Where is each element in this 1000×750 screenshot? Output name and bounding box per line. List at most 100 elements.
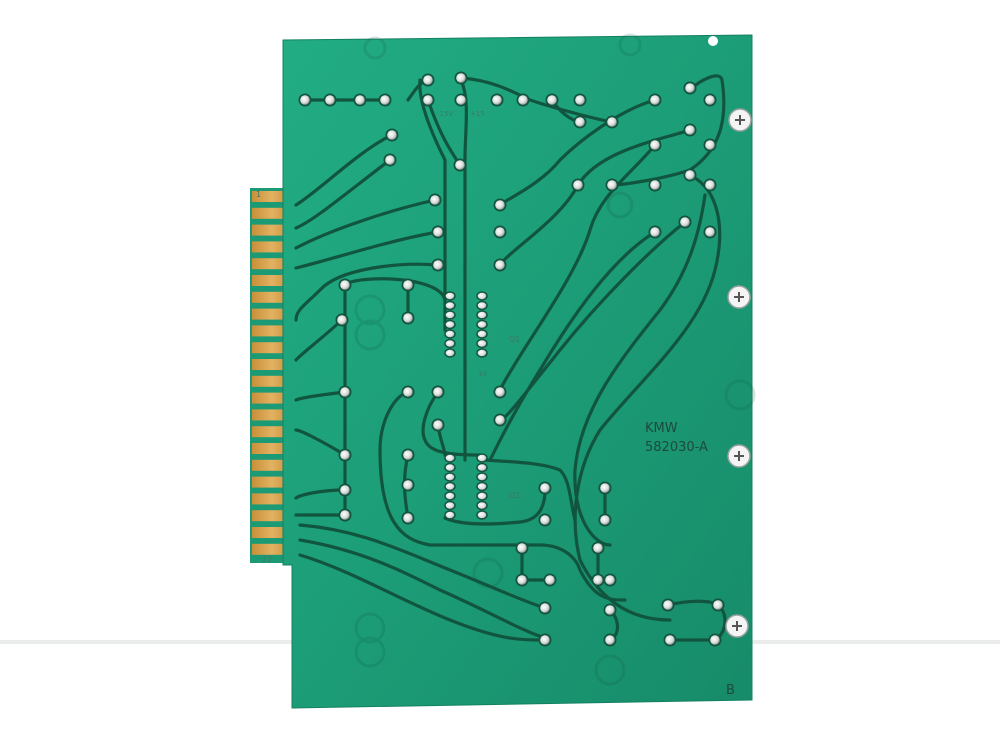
solder-pad: [703, 93, 717, 107]
edge-finger: [252, 392, 292, 404]
solder-pad: [663, 633, 677, 647]
solder-pad: [603, 603, 617, 617]
connector-pin-first: 1: [256, 190, 261, 199]
solder-pad: [598, 513, 612, 527]
edge-finger: [252, 325, 292, 337]
corner-letter: B: [726, 683, 735, 698]
solder-pad: [454, 93, 468, 107]
solder-pad: [703, 178, 717, 192]
solder-pad: [431, 225, 445, 239]
ic-q1-pin: [444, 338, 456, 349]
solder-pad: [591, 573, 605, 587]
solder-pad: [378, 93, 392, 107]
screw-3: [727, 444, 751, 468]
ic-q2-pin: [444, 462, 456, 473]
edge-finger: [252, 224, 292, 236]
board-marking-line2: 582030-A: [645, 440, 708, 455]
solder-pad: [538, 481, 552, 495]
edge-finger: [252, 275, 292, 286]
edge-finger: [252, 291, 292, 303]
edge-finger: [252, 359, 292, 370]
edge-finger: [252, 241, 292, 253]
solder-pad: [538, 633, 552, 647]
label-pos15v: +15: [470, 110, 485, 118]
solder-pad: [683, 123, 697, 137]
ic-footprints: [444, 291, 488, 520]
ic-q2-pin: [476, 491, 488, 501]
solder-pad: [490, 93, 504, 107]
solder-pad: [493, 413, 507, 427]
ic-q1-pin: [476, 319, 488, 330]
solder-pad: [605, 178, 619, 192]
solder-pad: [703, 225, 717, 239]
ic-q2-pin: [444, 481, 456, 492]
solder-pad: [338, 278, 352, 292]
solder-pad: [298, 93, 312, 107]
solder-pad: [401, 311, 415, 325]
label-q1: Q1: [509, 335, 520, 344]
solder-pad: [538, 513, 552, 527]
solder-pad: [598, 481, 612, 495]
solder-pad: [493, 385, 507, 399]
solder-pad: [708, 633, 722, 647]
edge-finger: [252, 426, 292, 438]
solder-pad: [431, 418, 445, 432]
ic-q2-pin: [476, 510, 488, 520]
ic-q2-pin: [444, 491, 456, 501]
ghost-silkscreen: [354, 33, 756, 686]
edge-finger: [252, 409, 292, 421]
solder-pad: [605, 115, 619, 129]
solder-pad: [683, 81, 697, 95]
solder-pad: [648, 138, 662, 152]
solder-pad: [648, 178, 662, 192]
solder-pad: [428, 193, 442, 207]
solder-pad: [453, 158, 467, 172]
solder-pad: [516, 93, 530, 107]
edge-finger: [252, 493, 292, 505]
screw-1: [728, 108, 752, 132]
solder-pad: [335, 313, 349, 327]
ic-q2-pin: [444, 510, 456, 520]
solder-pad: [573, 93, 587, 107]
ic-q2-pin: [444, 472, 456, 482]
solder-pad: [421, 93, 435, 107]
solder-pad: [515, 541, 529, 555]
ic-q2-pin: [444, 453, 456, 463]
solder-pad: [648, 225, 662, 239]
edge-finger: [252, 342, 292, 354]
solder-pad: [603, 633, 617, 647]
solder-pad: [454, 71, 468, 85]
ic-q1-pin: [444, 319, 456, 330]
solder-pad: [338, 448, 352, 462]
solder-pad: [401, 385, 415, 399]
solder-pad: [661, 598, 675, 612]
solder-pad: [323, 93, 337, 107]
solder-pad: [703, 138, 717, 152]
solder-pad: [538, 601, 552, 615]
ic-q1-pin: [476, 348, 488, 358]
edge-finger: [252, 443, 292, 454]
mounting-hole: [708, 36, 718, 46]
solder-pad: [338, 385, 352, 399]
solder-pad: [421, 73, 435, 87]
edge-finger: [252, 510, 292, 522]
solder-pad: [493, 258, 507, 272]
solder-pad: [385, 128, 399, 142]
pcb-board: [282, 33, 756, 709]
ic-q1-pin: [476, 310, 488, 320]
label-pin14: 14: [478, 370, 487, 378]
ic-q1-pin: [444, 291, 456, 301]
solder-pad: [401, 278, 415, 292]
solder-pad: [543, 573, 557, 587]
ic-q1-pin: [444, 348, 456, 358]
edge-finger: [252, 308, 292, 320]
solder-pads: [298, 71, 725, 647]
edge-finger: [252, 375, 292, 387]
solder-pad: [678, 215, 692, 229]
screw-4: [725, 614, 749, 638]
solder-pad: [338, 483, 352, 497]
solder-pad: [515, 573, 529, 587]
ic-q1-pin: [476, 300, 488, 311]
solder-pad: [353, 93, 367, 107]
